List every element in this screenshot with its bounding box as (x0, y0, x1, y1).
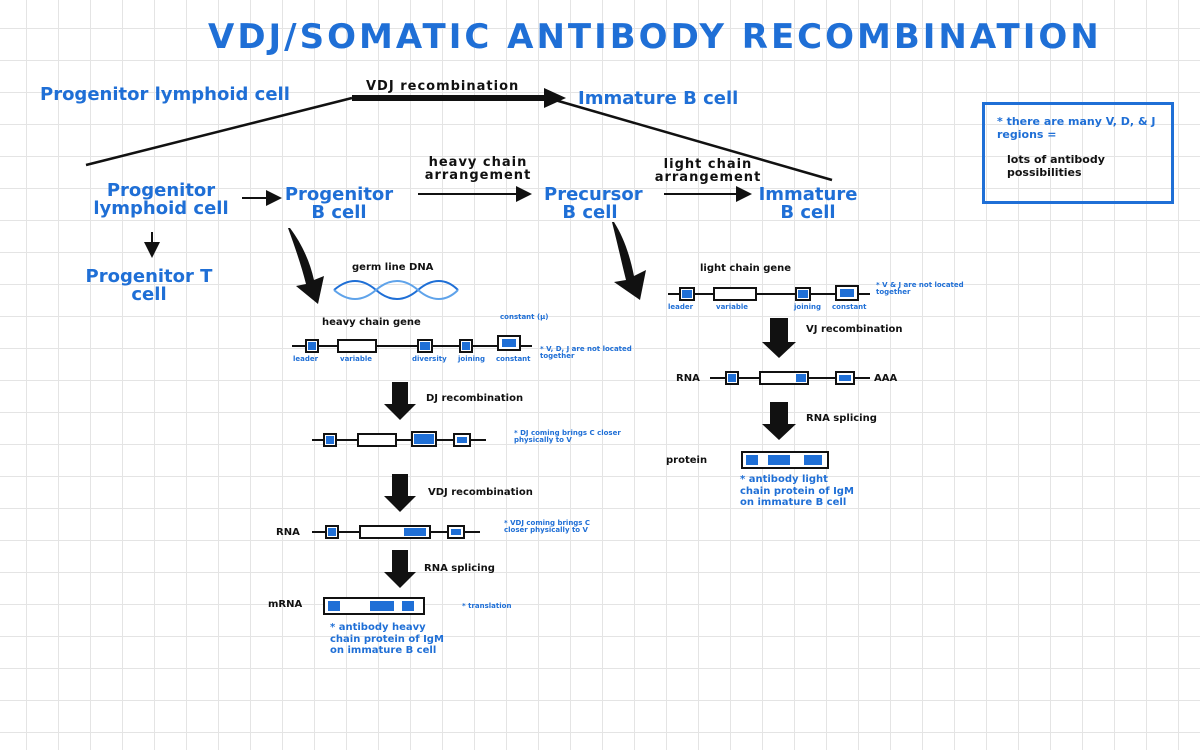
down-arrow-vdj (384, 474, 416, 512)
heavy-label-leader: leader (293, 355, 319, 363)
down-arrow-splice (384, 550, 416, 588)
heavy-label-diversity: diversity (412, 355, 447, 363)
top-right-label: Immature B cell (578, 88, 739, 109)
precursor-b-label: Precursor B cell (544, 184, 643, 223)
heavy-arrangement-label: heavy chain arrangement (424, 155, 532, 183)
light-label-leader: leader (668, 303, 694, 311)
progenitor-b-label: Progenitor B cell (284, 184, 394, 223)
note-box: * there are many V, D, & J regions = lot… (982, 102, 1174, 204)
immature-b-label: Immature B cell (758, 184, 858, 223)
light-gene-title: light chain gene (700, 263, 792, 274)
heavy-label-variable: variable (340, 355, 373, 363)
top-left-label: Progenitor lymphoid cell (40, 84, 290, 105)
light-gene-row (668, 285, 870, 301)
light-side-note: * V & J are not located together (876, 281, 964, 296)
light-rna-label: RNA (676, 373, 700, 384)
dna-strand-2 (333, 280, 459, 300)
down-arrow-dj (384, 382, 416, 420)
dj-note: * DJ coming brings C closer physically t… (514, 429, 621, 444)
vj-step-label: VJ recombination (806, 324, 903, 335)
heavy-splice-label: RNA splicing (424, 563, 495, 574)
top-arrow-head (544, 88, 566, 108)
mrna-row (323, 597, 425, 615)
light-arrangement-label: light chain arrangement (654, 157, 762, 185)
dj-step-label: DJ recombination (426, 393, 524, 404)
heavy-label-joining: joining (458, 355, 485, 363)
page-title: VDJ/SOMATIC ANTIBODY RECOMBINATION (208, 17, 1102, 57)
note-line-2: lots of antibody possibilities (1007, 153, 1105, 180)
heavy-rna-label: RNA (276, 527, 300, 538)
dj-row (312, 431, 486, 447)
dna-strand-1 (333, 280, 459, 300)
translation-label: * translation (462, 602, 512, 610)
constant-mu-label: constant (μ) (500, 313, 549, 321)
heavy-gene-row (292, 335, 532, 353)
vdj-step-label: VDJ recombination (428, 487, 533, 498)
light-protein-row (741, 451, 829, 469)
progenitor-lymphoid-label: Progenitor lymphoid cell (93, 180, 229, 219)
heavy-label-constant: constant (496, 355, 531, 363)
light-result: * antibody light chain protein of IgM on… (740, 474, 854, 508)
down-arrow-light-splice (762, 402, 796, 440)
light-rna-row (710, 371, 870, 385)
germline-dna-label: germ line DNA (352, 262, 434, 273)
aaa-label: AAA (874, 373, 898, 384)
bracket-right (547, 96, 833, 182)
protein-label: protein (666, 455, 708, 466)
progenitor-t-label: Progenitor T cell (85, 266, 213, 305)
mrna-label: mRNA (268, 599, 303, 610)
light-label-joining: joining (794, 303, 821, 311)
light-label-constant: constant (832, 303, 867, 311)
light-splice-label: RNA splicing (806, 413, 877, 424)
down-arrow-vj (762, 318, 796, 358)
light-label-variable: variable (716, 303, 749, 311)
bracket-left (85, 96, 353, 167)
vdj-note: * VDJ coming brings C closer physically … (504, 519, 591, 534)
heavy-result: * antibody heavy chain protein of IgM on… (330, 622, 444, 656)
note-line-1: * there are many V, D, & J regions = (997, 115, 1156, 142)
curved-arrow-heavy (288, 228, 324, 304)
top-arrow-label: VDJ recombination (366, 79, 520, 94)
vdj-row (312, 525, 480, 539)
heavy-gene-title: heavy chain gene (322, 317, 421, 328)
heavy-side-note: * V, D, J are not located together (540, 345, 632, 360)
curved-arrow-light (612, 222, 646, 300)
